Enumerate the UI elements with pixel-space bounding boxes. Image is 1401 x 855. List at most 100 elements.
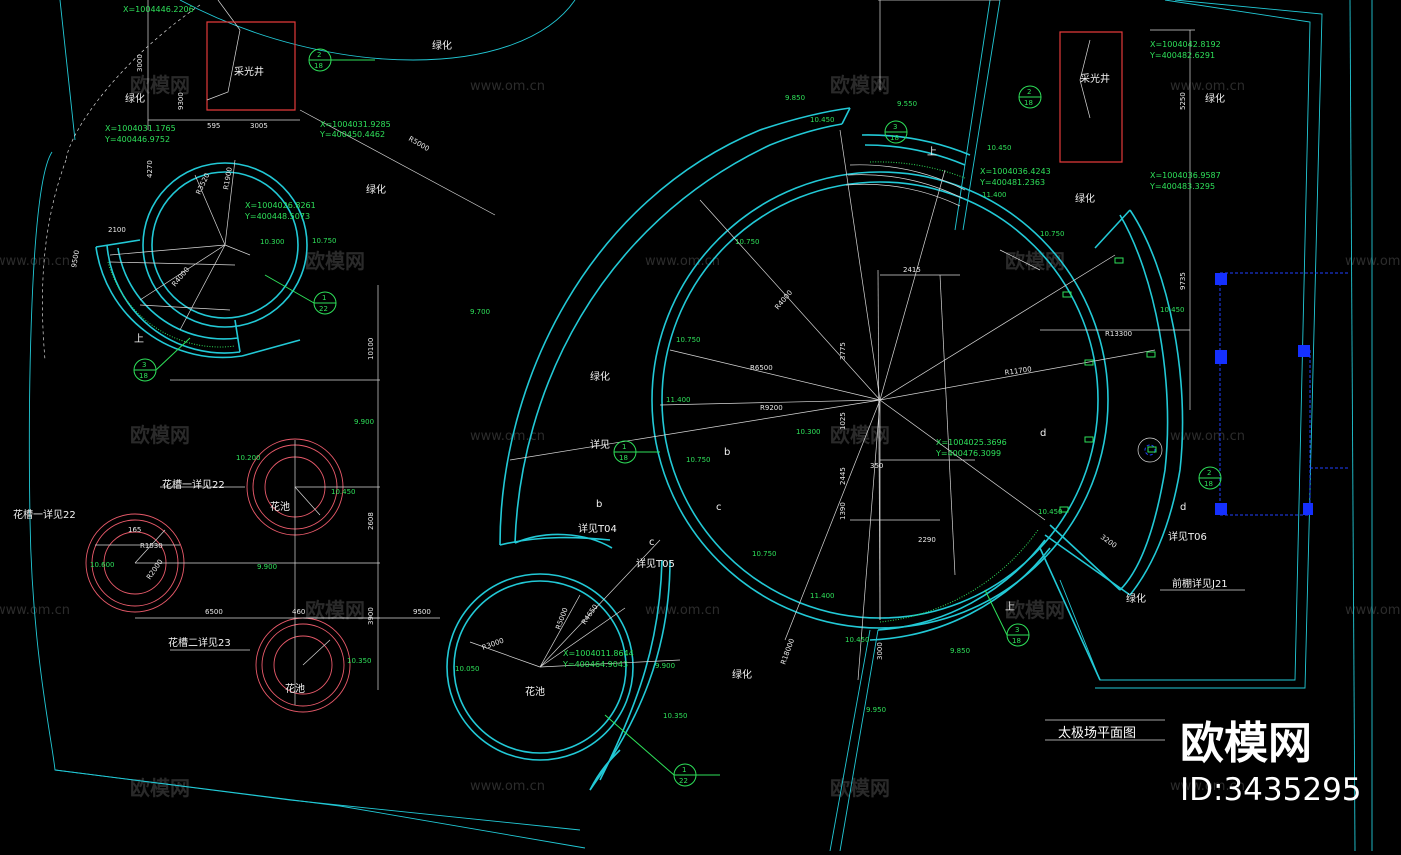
dimension-text: R3000 bbox=[481, 637, 505, 652]
watermark-site: www.om.cn bbox=[1170, 429, 1245, 444]
coordinate-text: X=1004036.4243 bbox=[980, 167, 1051, 176]
dimension-text: 6500 bbox=[205, 608, 223, 616]
detail-callout[interactable]: 1 18 bbox=[613, 440, 637, 464]
coordinate-text: Y=400481.2363 bbox=[979, 178, 1045, 187]
dimension-text: 4270 bbox=[146, 160, 154, 178]
detail-callout[interactable]: 1 22 bbox=[673, 763, 697, 787]
callout-sheet: 22 bbox=[679, 777, 688, 785]
elevation-text: 9.900 bbox=[655, 662, 675, 670]
dimension-text: 595 bbox=[207, 122, 220, 130]
area-labels: 绿化 绿化 绿化 绿化 绿化 绿化 绿化 绿化 花槽一详见22 花槽一详见22 … bbox=[13, 39, 1228, 681]
elevation-text: 10.350 bbox=[347, 657, 372, 665]
dimension-text: R5000 bbox=[554, 607, 569, 631]
callout-sheet: 18 bbox=[314, 62, 323, 70]
elevation-text: 11.400 bbox=[810, 592, 835, 600]
dimension-text: R2000 bbox=[145, 558, 165, 581]
elevation-text: 9.950 bbox=[866, 706, 886, 714]
callout-sheet: 18 bbox=[139, 372, 148, 380]
greenery-label: 绿化 bbox=[732, 668, 752, 681]
dimension-text: R6500 bbox=[750, 364, 773, 372]
dimension-text: R4650 bbox=[580, 603, 600, 626]
corner-watermark: 欧模网 ID:3435295 bbox=[1180, 718, 1362, 808]
callout-sheet: 18 bbox=[1204, 480, 1213, 488]
coordinate-text: X=1004036.9587 bbox=[1150, 171, 1221, 180]
elevation-text: 10.300 bbox=[260, 238, 285, 246]
dimension-text: 165 bbox=[128, 526, 141, 534]
zone-letter: c bbox=[716, 502, 722, 513]
watermark-brand: 欧模网 bbox=[1005, 249, 1065, 273]
detail-callout[interactable]: 2 18 bbox=[1198, 466, 1222, 490]
watermark-id: ID:3435295 bbox=[1180, 772, 1362, 808]
dimension-text: 9500 bbox=[70, 249, 81, 268]
zone-letter: d bbox=[1180, 502, 1186, 513]
watermark-brand: 欧模网 bbox=[830, 776, 890, 800]
elevation-text: 10.600 bbox=[90, 561, 115, 569]
elevation-text: 10.750 bbox=[312, 237, 337, 245]
flower-bed-2-label: 花槽二详见23 bbox=[168, 636, 231, 649]
coordinate-text: X=1004042.8192 bbox=[1150, 40, 1221, 49]
detail-t04-label: 详见T04 bbox=[578, 522, 617, 535]
dimension-text: R4000 bbox=[773, 289, 794, 312]
detail-callout[interactable]: 1 22 bbox=[313, 291, 337, 315]
watermark-site: www.om.cn bbox=[0, 603, 70, 618]
elevation-text: 10.750 bbox=[1040, 230, 1065, 238]
coordinate-text: X=1004026.8261 bbox=[245, 201, 316, 210]
dimension-text: R5000 bbox=[407, 135, 431, 153]
callout-number: 3 bbox=[1015, 626, 1019, 634]
detail-callouts: 2 18 3 18 1 22 2 18 3 18 bbox=[133, 48, 1222, 787]
watermark-site: www.om.cn bbox=[1345, 254, 1401, 269]
zone-letter: b bbox=[596, 499, 602, 510]
callout-number: 2 bbox=[1027, 88, 1031, 96]
see-detail-label: 详见 bbox=[590, 438, 610, 451]
detail-callout[interactable]: 2 18 bbox=[1018, 85, 1042, 109]
dimension-lines bbox=[95, 29, 1245, 741]
flower-pool-label: 花池 bbox=[270, 500, 290, 513]
callout-number: 1 bbox=[682, 766, 686, 774]
detail-t05-label: 详见T05 bbox=[636, 557, 675, 570]
watermark-brand: 欧模网 bbox=[1005, 598, 1065, 622]
elevation-text: 10.300 bbox=[796, 428, 821, 436]
radial-construction-lines bbox=[509, 0, 1156, 681]
watermark-brand: 欧模网 bbox=[305, 598, 365, 622]
detail-callout[interactable]: 2 18 bbox=[308, 48, 332, 72]
detail-callout[interactable]: 3 18 bbox=[884, 120, 908, 144]
elevation-text: 9.550 bbox=[897, 100, 917, 108]
watermark-site: www.om.cn bbox=[1170, 79, 1245, 94]
dimension-text: R4000 bbox=[170, 266, 191, 289]
dimension-text: 9735 bbox=[1179, 272, 1187, 290]
elevation-text: 10.750 bbox=[676, 336, 701, 344]
dimension-text: 3900 bbox=[367, 607, 375, 625]
watermark-site: www.om.cn bbox=[645, 603, 720, 618]
callout-number: 3 bbox=[142, 361, 146, 369]
dimension-text: 2290 bbox=[918, 536, 936, 544]
elevation-text: 10.050 bbox=[455, 665, 480, 673]
detail-callout[interactable]: 3 18 bbox=[133, 358, 157, 382]
greenery-label: 绿化 bbox=[590, 370, 610, 383]
dimension-text: 10100 bbox=[367, 338, 375, 360]
canopy-outline bbox=[1215, 272, 1350, 516]
callout-sheet: 18 bbox=[619, 454, 628, 462]
detail-callout[interactable]: 3 18 bbox=[1006, 623, 1030, 647]
elevation-text: 10.200 bbox=[236, 454, 261, 462]
watermark-site: www.om.cn bbox=[1345, 603, 1401, 618]
callout-number: 1 bbox=[322, 294, 326, 302]
coordinate-text: X=1004011.8644 bbox=[563, 649, 634, 658]
flower-bed-1-label: 花槽一详见22 bbox=[13, 508, 76, 521]
greenery-label: 绿化 bbox=[1126, 592, 1146, 605]
elevation-text: 10.450 bbox=[1160, 306, 1185, 314]
dimension-text: 3000 bbox=[136, 54, 144, 72]
watermark-site: www.om.cn bbox=[0, 254, 70, 269]
flower-bed-1-label: 花槽一详见22 bbox=[162, 478, 225, 491]
up-label: 上 bbox=[927, 146, 937, 158]
site-boundary bbox=[28, 0, 1373, 852]
callout-sheet: 18 bbox=[1012, 637, 1021, 645]
up-label: 上 bbox=[134, 333, 144, 345]
green-markers bbox=[1059, 257, 1157, 513]
greenery-label: 绿化 bbox=[1075, 192, 1095, 205]
callout-sheet: 22 bbox=[319, 305, 328, 313]
dimension-text: R13300 bbox=[1105, 330, 1132, 338]
taiji-plaza bbox=[499, 107, 1184, 791]
watermark-brand: 欧模网 bbox=[130, 776, 190, 800]
